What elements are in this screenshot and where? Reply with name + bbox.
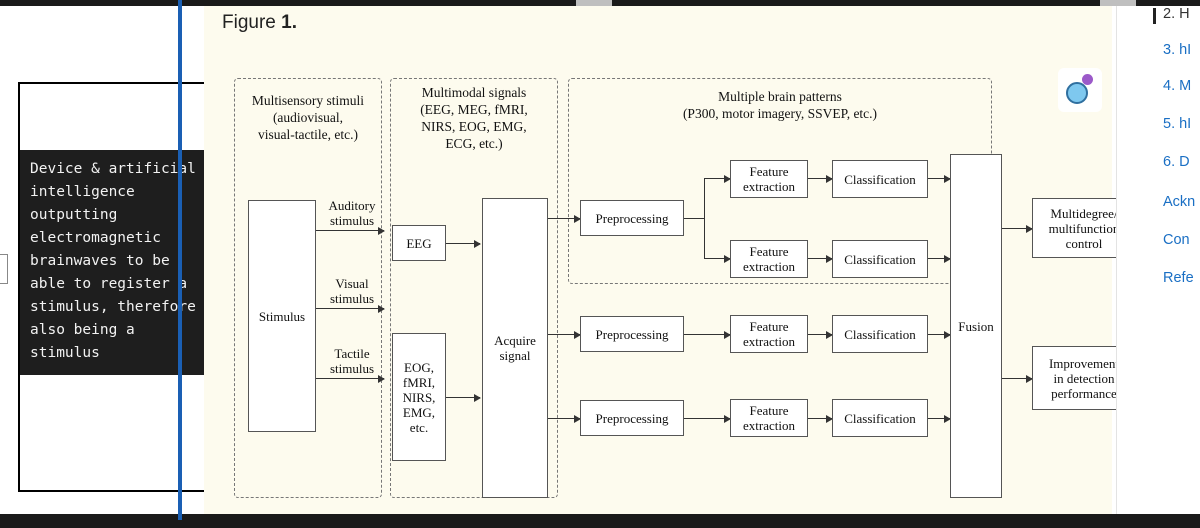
arrow-classification4-to-fusion	[928, 414, 951, 423]
arrow-classification3-to-fusion	[928, 330, 951, 339]
box-classification-1: Classification	[832, 160, 928, 198]
figure-caption-prefix: Figure	[222, 12, 282, 33]
arrow-eeg-to-acquire	[446, 239, 481, 248]
toc-item-1[interactable]: 3. hI	[1163, 42, 1192, 58]
logo-circle-large	[1066, 82, 1088, 104]
group-multimodal-signals-title: Multimodal signals (EEG, MEG, fMRI, NIRS…	[420, 85, 528, 151]
arrow-acquire-to-preprocessing-2	[548, 330, 581, 339]
arrow-fusion-to-control	[1002, 224, 1033, 233]
arrow-feature2-to-classification-2	[808, 254, 833, 263]
toc-active-marker	[1153, 8, 1156, 24]
label-visual-stimulus: Visual stimulus	[329, 276, 375, 306]
box-preprocessing-1: Preprocessing	[580, 200, 684, 236]
group-multisensory-stimuli-title: Multisensory stimuli (audiovisual, visua…	[251, 93, 365, 142]
toc-item-6[interactable]: Con	[1163, 232, 1190, 248]
top-tab-marker-2	[1100, 0, 1136, 6]
box-classification-3: Classification	[832, 315, 928, 353]
box-preprocessing-3: Preprocessing	[580, 400, 684, 436]
box-preprocessing-2: Preprocessing	[580, 316, 684, 352]
arrow-classification2-to-fusion	[928, 254, 951, 263]
toc-item-3[interactable]: 5. hI	[1163, 116, 1192, 132]
box-stimulus: Stimulus	[248, 200, 316, 432]
box-eeg: EEG	[392, 225, 446, 261]
box-other-signals: EOG, fMRI, NIRS, EMG, etc.	[392, 333, 446, 461]
page-edge-stub	[0, 254, 8, 284]
logo-circle-small	[1082, 74, 1093, 85]
arrow-other-signals-to-acquire	[446, 393, 481, 402]
box-feature-extraction-2: Feature extraction	[730, 240, 808, 278]
label-tactile-stimulus: Tactile stimulus	[329, 346, 375, 376]
window-bottom-strip	[0, 514, 1200, 528]
toc-item-2[interactable]: 4. M	[1163, 78, 1192, 94]
arrow-fusion-to-detection	[1002, 374, 1033, 383]
box-classification-4: Classification	[832, 399, 928, 437]
edge-preproc1-split-vertical	[704, 178, 705, 258]
arrow-stimulus-tactile	[316, 374, 385, 383]
bubble-logo-icon	[1058, 68, 1102, 112]
arrow-preproc3-to-feature-4	[684, 414, 731, 423]
arrow-stimulus-to-eeg	[316, 226, 385, 235]
group-brain-patterns-title: Multiple brain patterns (P300, motor ima…	[682, 89, 878, 121]
blue-guide-line	[178, 0, 182, 520]
edge-preproc1-split	[684, 218, 704, 219]
box-classification-2: Classification	[832, 240, 928, 278]
group-multisensory-stimuli	[234, 78, 382, 498]
annotation-text: Device & artificial intelligence outputt…	[20, 150, 208, 375]
arrow-feature3-to-classification-3	[808, 330, 833, 339]
figure-caption-number: 1.	[281, 12, 297, 33]
arrow-preproc1-to-feature-1	[704, 174, 731, 183]
figure-diagram: Multisensory stimuli (audiovisual, visua…	[220, 58, 1136, 508]
toc-item-4[interactable]: 6. D	[1163, 154, 1190, 170]
arrow-preproc1-to-feature-2	[704, 254, 731, 263]
arrow-feature4-to-classification-4	[808, 414, 833, 423]
toc-item-0[interactable]: 2. H	[1163, 6, 1190, 22]
arrow-acquire-to-preprocessing-3	[548, 414, 581, 423]
label-auditory-stimulus: Auditory stimulus	[328, 198, 376, 228]
arrow-preproc2-to-feature-3	[684, 330, 731, 339]
arrow-classification1-to-fusion	[928, 174, 951, 183]
arrow-stimulus-visual	[316, 304, 385, 313]
box-feature-extraction-4: Feature extraction	[730, 399, 808, 437]
top-tab-marker-1	[576, 0, 612, 6]
toc-item-5[interactable]: Ackn	[1163, 194, 1196, 210]
toc-item-7[interactable]: Refe	[1163, 270, 1194, 286]
group-multimodal-signals	[390, 78, 558, 498]
box-feature-extraction-3: Feature extraction	[730, 315, 808, 353]
arrow-feature1-to-classification-1	[808, 174, 833, 183]
toc-sidebar: 2. H 3. hI 4. M 5. hI 6. D Ackn Con Refe	[1116, 6, 1200, 514]
figure-caption: Figure 1.	[222, 12, 297, 34]
box-feature-extraction-1: Feature extraction	[730, 160, 808, 198]
box-acquire-signal: Acquire signal	[482, 198, 548, 498]
box-fusion: Fusion	[950, 154, 1002, 498]
figure-panel: Figure 1. Multisensory stimuli (audiovis…	[204, 6, 1136, 514]
arrow-acquire-to-preprocessing-1	[548, 214, 581, 223]
